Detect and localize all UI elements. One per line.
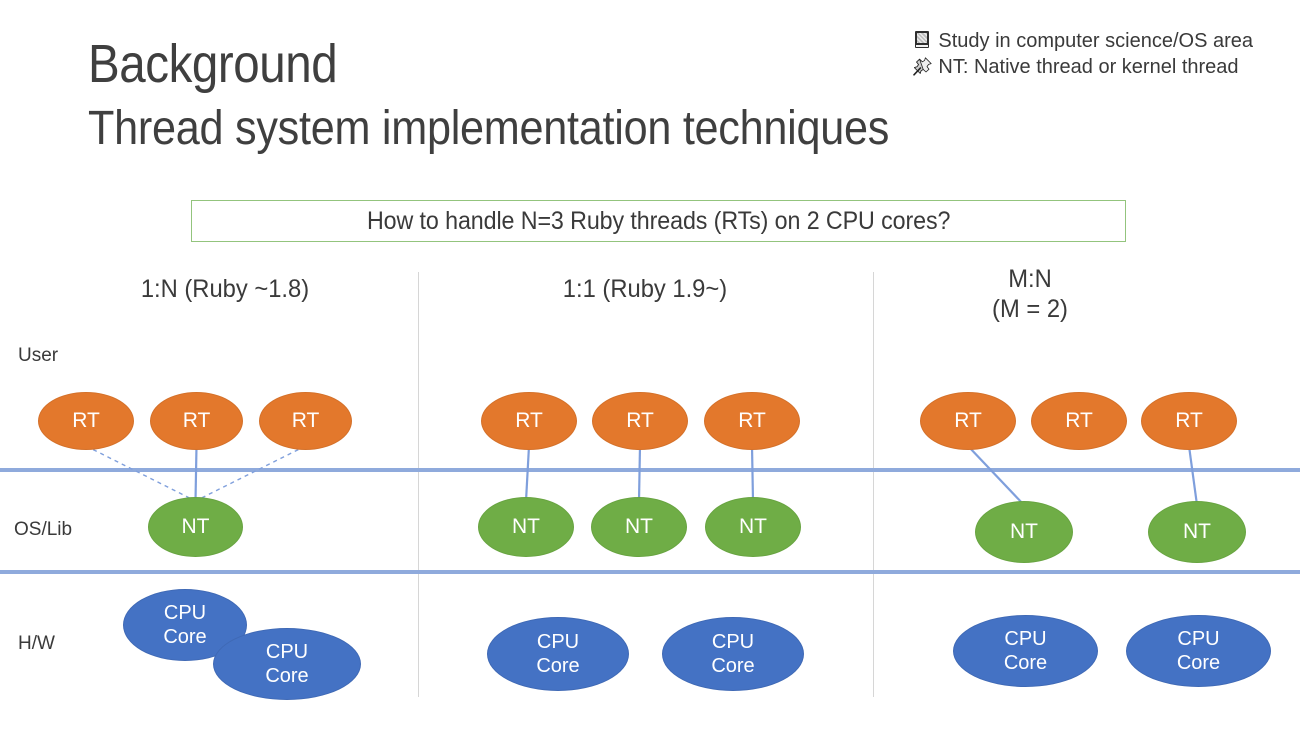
legend: Study in computer science/OS area NT: Na… xyxy=(913,28,1253,80)
row-label-hw: H/W xyxy=(18,633,55,654)
cpu-core-oval-M-to-N-1: CPU Core xyxy=(953,615,1098,687)
connector-1-to-N-rt2-nt0 xyxy=(195,445,306,502)
native-thread-oval-M-to-N-2: NT xyxy=(1148,501,1246,563)
native-thread-oval-1-to-1-3: NT xyxy=(705,497,801,557)
connector-1-to-1-rt1-nt1 xyxy=(637,445,642,502)
ruby-thread-oval-1-to-1-1: RT xyxy=(481,392,577,450)
ruby-thread-oval-1-to-1-3: RT xyxy=(704,392,800,450)
question-callout-text: How to handle N=3 Ruby threads (RTs) on … xyxy=(366,206,951,235)
column-header-mn-line1: M:N xyxy=(1008,265,1052,293)
ruby-thread-oval-1-to-N-3: RT xyxy=(259,392,352,450)
ruby-thread-oval-1-to-N-1: RT xyxy=(38,392,134,450)
ruby-thread-oval-label: RT xyxy=(515,409,543,432)
connector-1-to-N-rt1-nt0 xyxy=(194,445,198,502)
ruby-thread-oval-label: RT xyxy=(1175,409,1203,432)
cpu-core-oval-label: CPU Core xyxy=(1176,628,1221,674)
title-line-2: Thread system implementation techniques xyxy=(88,102,890,155)
connector-1-to-N-rt0-nt0 xyxy=(85,445,196,502)
layer-line-os-hw xyxy=(0,570,1300,574)
column-header-1n: 1:N (Ruby ~1.8) xyxy=(140,275,310,303)
page-title: Background Thread system implementation … xyxy=(88,34,890,158)
ruby-thread-oval-1-to-1-2: RT xyxy=(592,392,688,450)
native-thread-oval-label: NT xyxy=(739,515,767,538)
column-header-mn: M:N (M = 2) xyxy=(888,264,1173,324)
legend-item-study-label: Study in computer science/OS area xyxy=(938,30,1253,52)
ruby-thread-oval-label: RT xyxy=(291,409,320,432)
cpu-core-oval-label: CPU Core xyxy=(163,602,207,648)
column-divider-2 xyxy=(873,272,874,697)
connector-M-to-N-rt0-nt0 xyxy=(967,445,1025,506)
column-divider-1 xyxy=(418,272,419,697)
native-thread-oval-1-to-1-1: NT xyxy=(478,497,574,557)
ruby-thread-oval-label: RT xyxy=(626,409,654,432)
ruby-thread-oval-label: RT xyxy=(738,409,766,432)
ruby-thread-oval-M-to-N-3: RT xyxy=(1141,392,1237,450)
native-thread-oval-label: NT xyxy=(625,515,653,538)
legend-item-nt-label: NT: Native thread or kernel thread xyxy=(938,56,1239,78)
row-label-os-lib: OS/Lib xyxy=(14,519,73,540)
cpu-core-oval-M-to-N-2: CPU Core xyxy=(1126,615,1271,687)
native-thread-oval-1-to-N-1: NT xyxy=(148,497,243,557)
ruby-thread-oval-label: RT xyxy=(72,409,100,432)
cpu-core-oval-label: CPU Core xyxy=(1003,628,1048,674)
ruby-thread-oval-label: RT xyxy=(182,409,211,432)
connector-1-to-1-rt0-nt0 xyxy=(524,445,531,502)
ruby-thread-oval-M-to-N-1: RT xyxy=(920,392,1016,450)
native-thread-oval-label: NT xyxy=(1010,520,1038,543)
cpu-core-oval-1-to-1-2: CPU Core xyxy=(662,617,804,691)
legend-item-nt: NT: Native thread or kernel thread xyxy=(913,54,1253,80)
column-header-11: 1:1 (Ruby 1.9~) xyxy=(562,275,728,303)
question-callout-box: How to handle N=3 Ruby threads (RTs) on … xyxy=(191,200,1126,242)
cpu-core-oval-1-to-1-1: CPU Core xyxy=(487,617,629,691)
cpu-core-oval-label: CPU Core xyxy=(536,631,580,677)
legend-item-study: Study in computer science/OS area xyxy=(913,28,1253,54)
ruby-thread-oval-1-to-N-2: RT xyxy=(150,392,243,450)
connector-M-to-N-rt2-nt1 xyxy=(1187,445,1199,506)
book-icon xyxy=(913,28,933,50)
ruby-thread-oval-label: RT xyxy=(954,409,982,432)
native-thread-oval-label: NT xyxy=(512,515,540,538)
title-line-1: Background xyxy=(88,34,338,94)
native-thread-oval-M-to-N-1: NT xyxy=(975,501,1073,563)
native-thread-oval-1-to-1-2: NT xyxy=(591,497,687,557)
cpu-core-oval-1-to-N-2: CPU Core xyxy=(213,628,361,700)
cpu-core-oval-label: CPU Core xyxy=(265,641,309,687)
cpu-core-oval-label: CPU Core xyxy=(711,631,755,677)
layer-line-user-os xyxy=(0,468,1300,472)
ruby-thread-oval-label: RT xyxy=(1065,409,1093,432)
native-thread-oval-label: NT xyxy=(181,515,210,538)
native-thread-oval-label: NT xyxy=(1183,520,1211,543)
column-header-mn-line2: (M = 2) xyxy=(992,295,1068,323)
connector-1-to-1-rt2-nt2 xyxy=(750,445,755,502)
pushpin-icon xyxy=(913,54,933,76)
ruby-thread-oval-M-to-N-2: RT xyxy=(1031,392,1127,450)
row-label-user: User xyxy=(18,345,59,366)
